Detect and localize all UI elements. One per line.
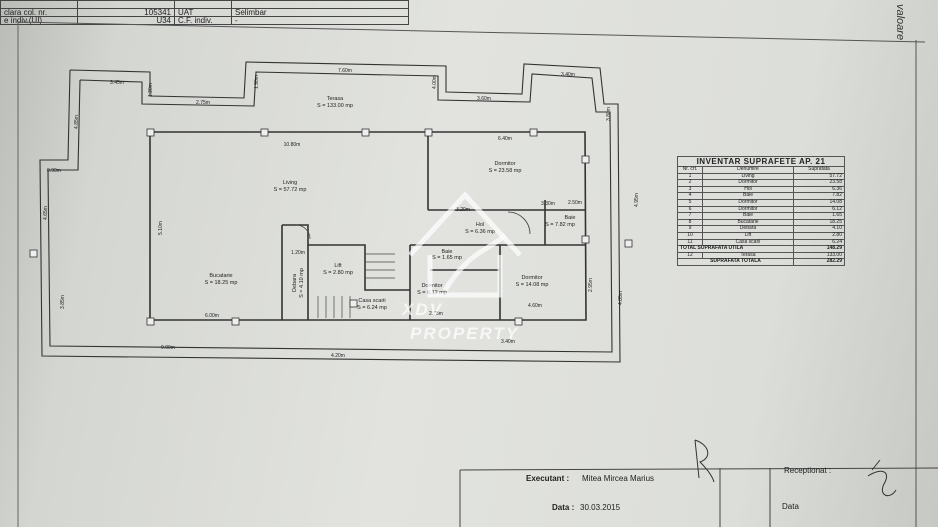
inventory-table: INVENTAR SUPRAFETE AP. 21 Nr. crt. Denum… xyxy=(677,156,845,266)
dimension-label: 3.20m xyxy=(456,207,470,213)
room-name: Baie xyxy=(441,249,452,255)
dimension-label: 2.50m xyxy=(568,200,582,206)
dimension-label: 4.85m xyxy=(74,115,80,129)
room-name: Bucatarie xyxy=(209,273,232,279)
total-value: 282.29 xyxy=(793,258,845,266)
dimension-label: 2.95m xyxy=(588,278,594,292)
frame-line xyxy=(17,21,926,43)
room-area: S = 18.25 mp xyxy=(205,280,238,286)
dimension-label: 5.10m xyxy=(158,221,164,235)
room-area: S = 57.72 mp xyxy=(274,187,307,193)
room-area: S = 14.08 mp xyxy=(516,282,549,288)
dimension-labels: 3.45m 7.60m 3.40m 2.75m 1.20m 3.60m 6.40… xyxy=(43,68,640,359)
data2-label: Data xyxy=(782,502,799,511)
receptionat-label: Receptionat : xyxy=(784,466,832,475)
dimension-label: 4.85m xyxy=(618,291,624,305)
total-label: SUPRAFATA TOTALA xyxy=(677,258,794,266)
room-name: Lift xyxy=(334,263,342,269)
interior-walls xyxy=(149,131,587,321)
cell-nr: 12 xyxy=(677,251,703,260)
room-area: S = 1.65 mp xyxy=(432,255,462,261)
dimension-label: 1.20m xyxy=(148,83,154,97)
dimension-label: 3.30m xyxy=(541,201,555,207)
dimension-label: 4.60m xyxy=(528,303,542,309)
watermark-logo xyxy=(408,191,522,298)
signature xyxy=(694,439,897,497)
dimension-label: 1.20m xyxy=(291,250,305,256)
data-label: Data : xyxy=(552,503,575,512)
room-name: Terasa xyxy=(327,96,344,102)
dimension-label: 1.90m xyxy=(254,75,260,89)
dimension-label: 2.75m xyxy=(429,311,443,317)
dimension-label: 3.40m xyxy=(561,72,575,78)
dimension-label: 6.00m xyxy=(205,313,219,319)
room-area: S = 7.82 mp xyxy=(545,222,575,228)
room-area: S = 6.36 mp xyxy=(465,229,495,235)
windows xyxy=(29,128,633,326)
dimension-label: 2.75m xyxy=(196,100,210,106)
inventory-title: INVENTAR SUPRAFETE AP. 21 xyxy=(677,156,845,167)
room-area: S = 2.80 mp xyxy=(323,270,353,276)
dimension-label: 3.60m xyxy=(477,96,491,102)
dimension-label: 3.40m xyxy=(501,339,515,345)
room-name: Debara xyxy=(292,273,298,292)
dimension-label: 6.40m xyxy=(498,136,512,142)
dimension-label: 4.00m xyxy=(432,75,438,89)
header-value2: - xyxy=(231,16,409,25)
room-name: Dormitor xyxy=(494,161,515,167)
door-arcs xyxy=(295,211,531,240)
room-area: S = 133.00 mp xyxy=(317,103,353,109)
room-name: Dormitor xyxy=(521,275,542,281)
footer-frame xyxy=(459,467,938,527)
room-name: Living xyxy=(283,180,297,186)
room-labels: Terasa S = 133.00 mp Living S = 57.72 mp… xyxy=(205,96,576,311)
dimension-label: 9.00m xyxy=(161,345,175,351)
wall xyxy=(282,224,410,291)
dimension-label: 10.80m xyxy=(284,142,301,148)
watermark-line1: XDV xyxy=(402,300,443,319)
inventory-header-row: Nr. crt. Denumire Suprafata xyxy=(677,166,845,174)
room-name: Casa scarii xyxy=(358,298,385,304)
room-area: S = 4.10 mp xyxy=(299,268,305,298)
dimension-label: 3.45m xyxy=(110,80,124,86)
room-name: Baie xyxy=(564,215,575,221)
stairs xyxy=(317,253,395,318)
room-area: S = 23.58 mp xyxy=(489,168,522,174)
dimension-label: 3.85m xyxy=(60,295,66,309)
executant-label: Executant : xyxy=(526,474,570,483)
executant-name: Mitea Mircea Marius xyxy=(582,474,655,483)
watermark-line2: PROPERTY xyxy=(410,324,520,343)
dimension-label: 4.20m xyxy=(331,353,345,359)
dimension-label: 3.80m xyxy=(606,107,612,121)
dimension-label: 4.95m xyxy=(634,193,640,207)
total-util-label: TOTAL SUPRAFATA UTILA xyxy=(677,245,794,253)
room-name: Hol xyxy=(476,222,484,228)
dimension-label: 0.90m xyxy=(47,168,61,174)
room-area: S = 6.24 mp xyxy=(357,305,387,311)
data-value: 30.03.2015 xyxy=(580,503,621,512)
header-table: clara col. nr. 105341 UAT Selimbar e ind… xyxy=(0,0,430,26)
dimension-label: 7.60m xyxy=(338,68,352,74)
dimension-label: 4.65m xyxy=(43,206,49,220)
outer-walls xyxy=(39,61,621,363)
